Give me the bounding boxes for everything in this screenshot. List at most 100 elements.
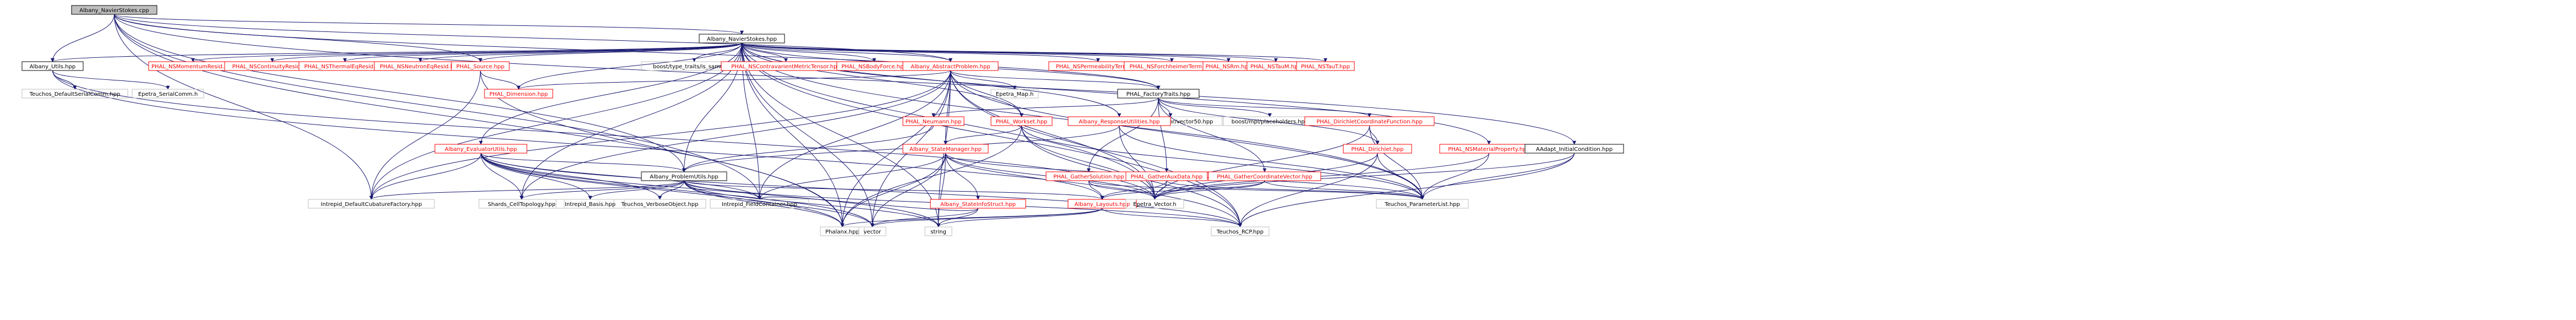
edge-eval-utils-to-string bbox=[481, 153, 940, 227]
node-taut[interactable]: PHAL_NSTauT.hpp bbox=[1296, 61, 1355, 71]
node-epetra-serialcomm: Epetra_SerialComm.h bbox=[132, 89, 204, 99]
node-root[interactable]: Albany_NavierStokes.cpp bbox=[71, 5, 157, 15]
edge-ns-hpp-to-taut bbox=[742, 42, 1327, 62]
node-material-prop[interactable]: PHAL_NSMaterialProperty.hpp bbox=[1439, 144, 1539, 154]
edge-factory-to-gather-aux bbox=[1158, 97, 1169, 172]
node-taum[interactable]: PHAL_NSTauM.hpp bbox=[1246, 61, 1305, 71]
node-contravariant[interactable]: PHAL_NSContravarientMetricTensor.hpp bbox=[721, 61, 851, 71]
node-box bbox=[699, 34, 785, 44]
node-source[interactable]: PHAL_Source.hpp bbox=[451, 61, 510, 71]
node-box bbox=[71, 5, 157, 15]
node-box bbox=[308, 199, 435, 209]
edge-problem-utils-to-verbose-object bbox=[658, 180, 684, 200]
node-eval-utils[interactable]: Albany_EvaluatorUtils.hpp bbox=[434, 144, 527, 154]
edge-root-to-problem-utils bbox=[114, 14, 686, 172]
node-gather-coord[interactable]: PHAL_GatherCoordinateVector.hpp bbox=[1208, 171, 1321, 181]
edge-ns-hpp-to-cell-topology bbox=[520, 42, 742, 200]
node-intrepid-basis: Intrepid_Basis.hpp bbox=[555, 199, 625, 209]
node-label: PHAL_GatherSolution.hpp bbox=[1053, 174, 1124, 180]
edge-state-info-to-field-container bbox=[758, 196, 978, 211]
node-workset[interactable]: PHAL_Workset.hpp bbox=[990, 116, 1053, 126]
edge-layouts-to-vector bbox=[870, 208, 1103, 227]
edge-gather-solution-to-epetra-vector bbox=[1088, 180, 1157, 200]
node-label: PHAL_NSThermalEqResid.hpp bbox=[304, 64, 386, 70]
node-neumann[interactable]: PHAL_Neumann.hpp bbox=[902, 116, 965, 126]
node-box bbox=[555, 199, 625, 209]
node-box bbox=[1125, 171, 1208, 181]
edge-factory-to-dirichlet bbox=[1158, 97, 1380, 145]
edge-ns-hpp-to-bodyforce bbox=[742, 42, 876, 62]
node-dirichlet[interactable]: PHAL_Dirichlet.hpp bbox=[1343, 144, 1412, 154]
edge-material-prop-to-epetra-vector bbox=[1153, 153, 1489, 200]
edge-state-manager-to-state-info bbox=[945, 153, 980, 200]
node-label: Albany_Utils.hpp bbox=[30, 64, 76, 70]
node-label: vector bbox=[864, 229, 882, 235]
node-label: Teuchos_VerboseObject.hpp bbox=[621, 202, 699, 208]
node-box bbox=[434, 144, 527, 154]
edge-abstract-to-workset bbox=[950, 70, 1023, 117]
node-label: PHAL_GatherCoordinateVector.hpp bbox=[1217, 174, 1312, 180]
node-label: Intrepid_DefaultCubatureFactory.hpp bbox=[321, 202, 422, 208]
node-label: PHAL_Workset.hpp bbox=[996, 119, 1048, 125]
edge-eval-utils-to-rcp bbox=[481, 153, 1242, 227]
node-dimension[interactable]: PHAL_Dimension.hpp bbox=[484, 89, 553, 99]
node-box bbox=[1068, 199, 1137, 209]
node-gather-solution[interactable]: PHAL_GatherSolution.hpp bbox=[1045, 171, 1132, 181]
edge-material-prop-to-parameter-list bbox=[1420, 153, 1489, 200]
node-permeability[interactable]: PHAL_NSPermeabilityTerm.hpp bbox=[1048, 61, 1148, 71]
node-dirichlet-coord[interactable]: PHAL_DirichletCoordinateFunction.hpp bbox=[1304, 116, 1435, 126]
node-label: PHAL_NSBodyForce.hpp bbox=[841, 64, 907, 70]
edge-aadapt-to-parameter-list bbox=[1420, 153, 1575, 200]
edge-eval-utils-to-cell-topology bbox=[481, 153, 524, 200]
edge-ns-hpp-to-abstract bbox=[742, 42, 952, 62]
node-label: Albany_StateInfoStruct.hpp bbox=[940, 202, 1016, 208]
edge-ns-hpp-to-rm bbox=[742, 42, 1230, 62]
edge-workset-to-parameter-list bbox=[1021, 125, 1424, 200]
edge-workset-to-phalanx bbox=[840, 125, 1022, 227]
edge-eval-utils-to-cubature bbox=[369, 153, 481, 200]
node-abstract[interactable]: Albany_AbstractProblem.hpp bbox=[902, 61, 999, 71]
node-label: PHAL_NSPermeabilityTerm.hpp bbox=[1056, 64, 1141, 70]
edge-utils-hpp-to-epetra-vector bbox=[52, 70, 1157, 200]
edge-response-util-to-problem-utils bbox=[682, 125, 1120, 172]
edge-problem-utils-to-cubature bbox=[369, 180, 684, 200]
node-momentum[interactable]: PHAL_NSMomentumResid.hpp bbox=[148, 61, 238, 71]
edge-utils-hpp-to-epetra-serialcomm bbox=[52, 70, 170, 90]
node-bodyforce[interactable]: PHAL_NSBodyForce.hpp bbox=[836, 61, 912, 71]
edge-root-to-abstract bbox=[114, 14, 952, 62]
node-label: Albany_NavierStokes.hpp bbox=[707, 36, 777, 42]
edge-abstract-to-cell-topology bbox=[520, 70, 951, 200]
edge-eval-utils-to-intrepid-basis bbox=[481, 153, 592, 200]
node-verbose-object: Teuchos_VerboseObject.hpp bbox=[613, 199, 706, 209]
node-label: PHAL_GatherAuxData.hpp bbox=[1131, 174, 1203, 180]
node-label: Albany_ResponseUtilities.hpp bbox=[1079, 119, 1159, 125]
node-rm[interactable]: PHAL_NSRm.hpp bbox=[1202, 61, 1255, 71]
node-box bbox=[484, 89, 553, 99]
edge-abstract-to-field-container bbox=[758, 70, 951, 200]
node-ns-hpp[interactable]: Albany_NavierStokes.hpp bbox=[699, 34, 785, 44]
node-box bbox=[1208, 171, 1321, 181]
node-response-util[interactable]: Albany_ResponseUtilities.hpp bbox=[1068, 116, 1171, 126]
edge-problem-utils-to-vector bbox=[684, 180, 874, 227]
node-box bbox=[924, 226, 952, 236]
node-utils-hpp[interactable]: Albany_Utils.hpp bbox=[21, 61, 84, 71]
node-layouts[interactable]: Albany_Layouts.hpp bbox=[1068, 199, 1137, 209]
node-box bbox=[1117, 89, 1200, 99]
edge-eval-utils-to-problem-utils bbox=[481, 153, 686, 172]
edge-workset-to-state-manager bbox=[944, 125, 1022, 145]
node-label: Epetra_Vector.h bbox=[1133, 202, 1176, 208]
node-problem-utils[interactable]: Albany_ProblemUtils.hpp bbox=[641, 171, 727, 181]
node-state-info[interactable]: Albany_StateInfoStruct.hpp bbox=[930, 199, 1026, 209]
edge-workset-to-epetra-vector bbox=[1021, 125, 1157, 200]
edge-ns-hpp-to-contravariant bbox=[742, 42, 788, 62]
node-box bbox=[820, 226, 865, 236]
node-label: PHAL_Dimension.hpp bbox=[489, 91, 548, 97]
node-box bbox=[710, 199, 809, 209]
node-factory[interactable]: PHAL_FactoryTraits.hpp bbox=[1117, 89, 1200, 99]
node-gather-aux[interactable]: PHAL_GatherAuxData.hpp bbox=[1125, 171, 1208, 181]
edge-eval-utils-to-vector bbox=[481, 153, 874, 227]
node-state-manager[interactable]: Albany_StateManager.hpp bbox=[902, 144, 989, 154]
node-field-container: Intrepid_FieldContainer.hpp bbox=[710, 199, 809, 209]
node-rcp: Teuchos_RCP.hpp bbox=[1211, 226, 1270, 236]
node-aadapt[interactable]: AAdapt_InitialCondition.hpp bbox=[1524, 144, 1624, 154]
